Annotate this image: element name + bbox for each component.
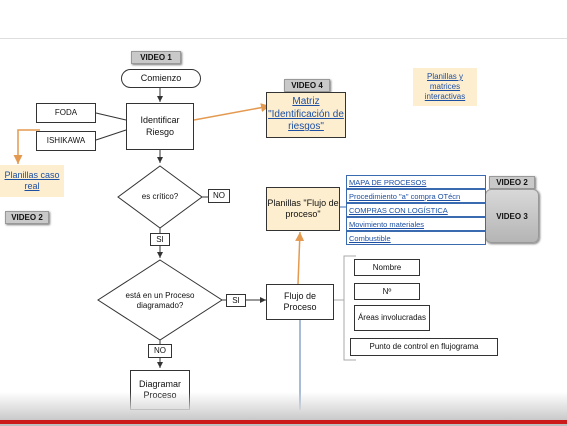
process-link-combustible[interactable]: Combustible bbox=[346, 231, 486, 245]
matriz-riesgos-link[interactable]: Matriz "Identificación de riesgos" bbox=[266, 92, 346, 138]
attr-punto-control: Punto de control en flujograma bbox=[350, 338, 498, 356]
top-divider bbox=[0, 38, 567, 39]
esta-diagramado-label: está en un Proceso diagramado? bbox=[125, 291, 195, 310]
comienzo-node: Comienzo bbox=[121, 69, 201, 88]
es-critico-label: es crítico? bbox=[141, 192, 179, 201]
orange-connector-ishikawa-planillas bbox=[13, 129, 40, 164]
process-links-list: MAPA DE PROCESOS Procedimiento "a" compr… bbox=[346, 175, 486, 245]
identificar-riesgo-node: Identificar Riesgo bbox=[126, 103, 194, 150]
si-2-label: SI bbox=[226, 294, 246, 307]
video2-left-tag: VIDEO 2 bbox=[5, 211, 49, 224]
no-2-label: NO bbox=[148, 344, 172, 358]
video1-tag: VIDEO 1 bbox=[131, 51, 181, 64]
orange-connector-identificar-matriz bbox=[193, 103, 271, 121]
bottom-red-bar bbox=[0, 420, 567, 424]
attr-numero: Nº bbox=[354, 283, 420, 300]
no-1-label: NO bbox=[208, 189, 230, 203]
flujo-proceso-node: Flujo de Proceso bbox=[266, 284, 334, 320]
video3-tag[interactable]: VIDEO 3 bbox=[485, 189, 539, 243]
video2-right-tag: VIDEO 2 bbox=[489, 176, 535, 189]
planillas-caso-real-link[interactable]: Planillas caso real bbox=[0, 165, 64, 197]
si-1-label: SI bbox=[150, 233, 170, 246]
process-link-procedimiento[interactable]: Procedimiento "a" compra OTécn bbox=[346, 189, 486, 203]
attributes-bracket bbox=[343, 255, 356, 361]
process-link-mapa[interactable]: MAPA DE PROCESOS bbox=[346, 175, 486, 189]
connector-ishikawa-identificar bbox=[95, 129, 127, 141]
video4-tag: VIDEO 4 bbox=[284, 79, 330, 92]
connector-foda-identificar bbox=[95, 112, 127, 121]
planillas-matrices-link[interactable]: Planillas y matrices interactivas bbox=[413, 68, 477, 106]
attr-nombre: Nombre bbox=[354, 259, 420, 276]
planillas-flujo-node[interactable]: Planillas "Flujo de proceso" bbox=[266, 187, 340, 231]
ishikawa-node: ISHIKAWA bbox=[36, 131, 96, 151]
orange-connector-flujo-planillas bbox=[295, 231, 305, 285]
process-link-movimiento[interactable]: Movimiento materiales bbox=[346, 217, 486, 231]
attr-areas: Áreas involucradas bbox=[354, 305, 430, 331]
foda-node: FODA bbox=[36, 103, 96, 123]
process-link-compras[interactable]: COMPRAS CON LOGÍSTICA bbox=[346, 203, 486, 217]
